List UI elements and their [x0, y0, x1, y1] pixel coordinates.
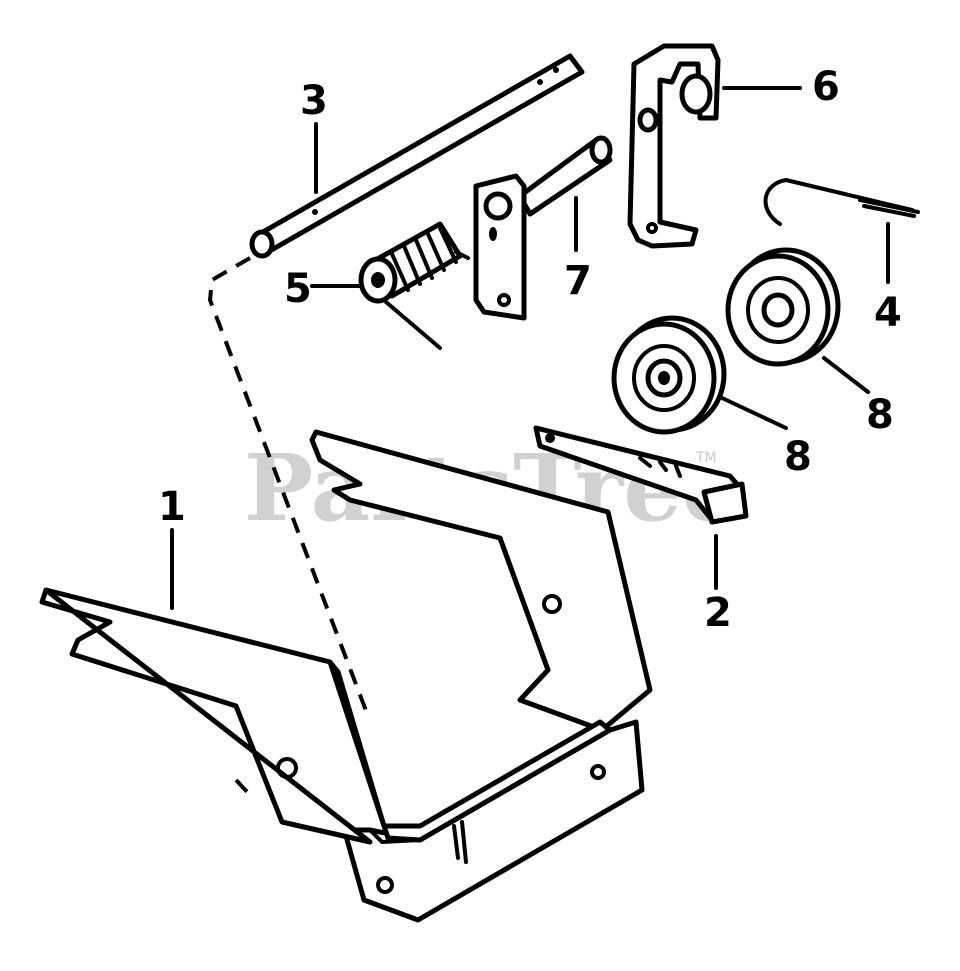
callout-6: 6 [812, 64, 840, 110]
rod-hole-3 [553, 67, 559, 73]
assembly-dashed-line-2 [234, 778, 252, 797]
part-8-pulley-upper[interactable] [725, 247, 841, 367]
bracket-front-hole [276, 757, 298, 779]
strap-body [627, 43, 721, 249]
assembly-dashed-line [207, 256, 370, 719]
part-3-rod[interactable] [249, 53, 585, 259]
callouts: 3 5 7 6 4 8 8 2 1 [158, 64, 902, 636]
spring-arm-lower [384, 300, 442, 350]
latch-bar-hole [545, 433, 555, 443]
idler-shaft-end [589, 135, 613, 165]
rod-end [249, 229, 275, 259]
spring-arm-upper [454, 250, 470, 260]
leader-8-upper [822, 356, 870, 394]
callout-8-lower: 8 [784, 434, 812, 480]
pulley-upper-hub [761, 292, 795, 328]
callout-3: 3 [300, 78, 328, 124]
rod-hole-2 [537, 79, 543, 85]
watermark-trademark: TM [695, 450, 717, 466]
pulley-lower-bore [658, 371, 670, 385]
hook-pin-wire [763, 178, 914, 226]
strap-bottom-hole [646, 222, 658, 234]
callout-2: 2 [704, 590, 732, 636]
bracket-slot-2 [452, 824, 460, 860]
leader-lines [170, 86, 890, 610]
idler-shaft [517, 137, 613, 217]
spring-center [371, 272, 385, 288]
latch-bar-notches [638, 456, 682, 478]
callout-1: 1 [158, 484, 186, 530]
callout-7: 7 [564, 258, 592, 304]
rod-hole-1 [312, 209, 318, 215]
callout-4: 4 [874, 290, 902, 336]
bracket-back-plate [309, 429, 653, 733]
leader-8-lower [720, 396, 788, 430]
callout-8-upper: 8 [866, 392, 894, 438]
spring-coil-lines [390, 226, 458, 292]
strap-top-hole [679, 73, 713, 115]
pulley-lower-inner [632, 344, 696, 412]
pulley-upper-inner [746, 276, 810, 344]
part-5-spring[interactable] [358, 221, 470, 350]
strap-mid-hole [637, 107, 659, 133]
part-8-pulley-lower[interactable] [611, 315, 727, 435]
bracket-front-plate [39, 587, 613, 845]
idler-top-hole [483, 191, 513, 221]
part-2-latch-bar[interactable] [533, 425, 749, 525]
part-4-hook-pin[interactable] [763, 178, 920, 226]
bracket-back-hole [542, 594, 562, 614]
hook-pin-thread [858, 198, 920, 218]
part-1-bracket[interactable] [39, 429, 653, 923]
idler-bottom-hole [497, 293, 511, 307]
part-7-idler-arm[interactable] [473, 135, 613, 321]
callout-5: 5 [284, 266, 312, 312]
bracket-bottom-hole-left [376, 876, 394, 894]
bracket-bottom-hole-right [590, 764, 606, 780]
idler-slot [489, 227, 497, 241]
latch-bar-end [701, 481, 749, 525]
bracket-slot [460, 820, 468, 864]
part-6-strap[interactable] [627, 43, 721, 249]
